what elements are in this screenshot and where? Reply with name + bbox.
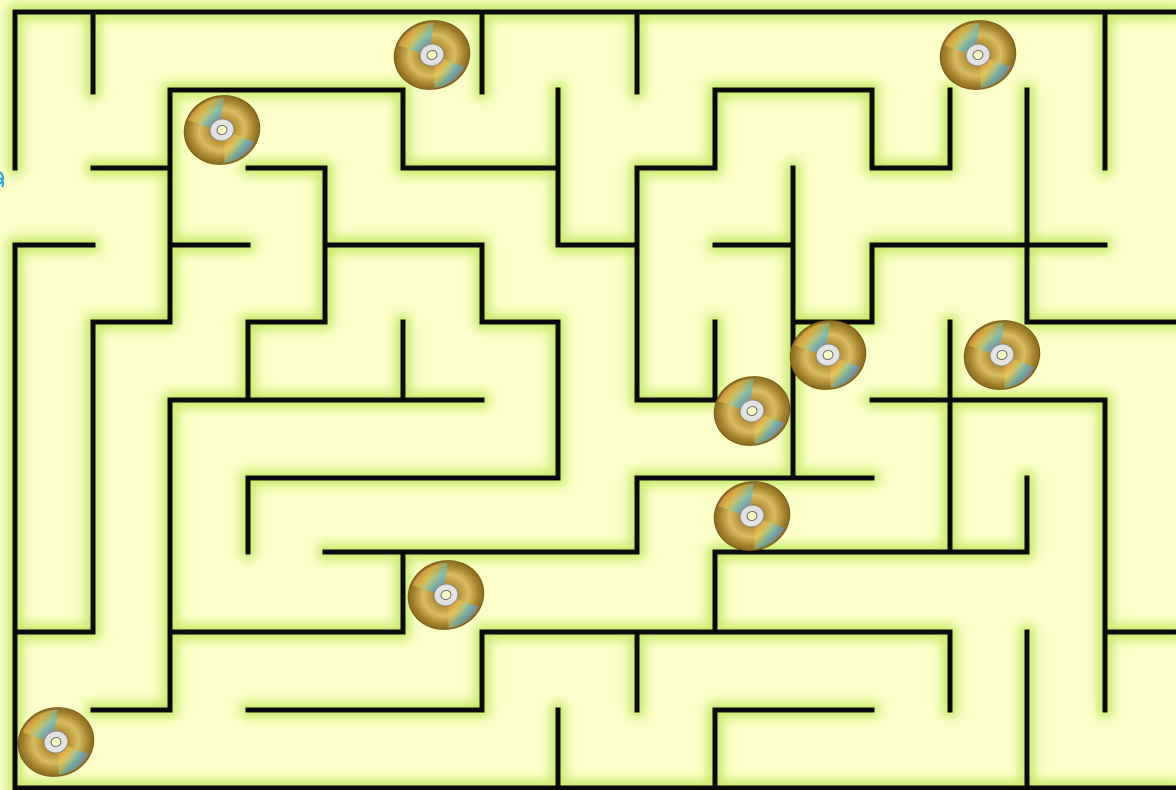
player-marker[interactable] xyxy=(0,172,3,187)
cd-disc-icon[interactable] xyxy=(400,552,491,638)
player-icon xyxy=(0,172,3,187)
